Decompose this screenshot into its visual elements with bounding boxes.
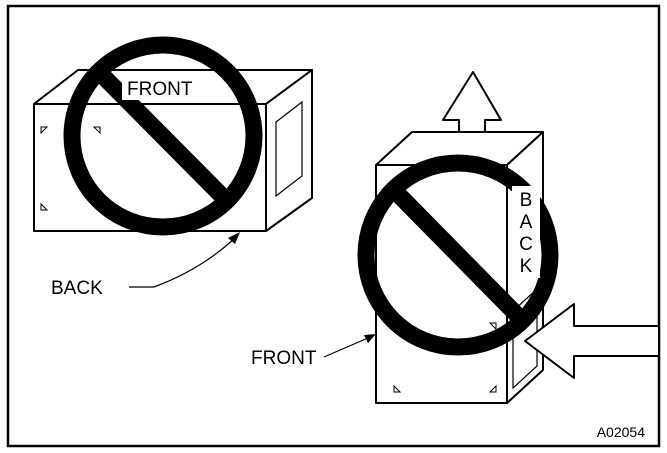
arrowhead-icon [228,232,240,244]
right-box-front-label: FRONT [251,348,317,369]
back-letter-k: K [520,256,533,277]
right-box: B A C K [357,71,660,404]
back-letter-a: A [520,212,533,233]
back-letter-b: B [520,190,533,211]
left-box-front-label: FRONT [127,79,193,100]
corner-mark-icon [488,384,497,393]
prohibition-slash [93,67,234,207]
corner-mark-icon [40,202,49,211]
corner-mark-icon [92,126,101,135]
leader-line [129,238,235,288]
corner-mark-icon [40,126,49,135]
back-letter-c: C [519,234,533,255]
prohibition-circle [357,154,559,356]
left-back-callout: BACK [51,232,240,299]
leader-line [323,337,369,358]
corner-mark-icon [488,322,497,331]
left-box: FRONT [33,36,313,236]
right-box-side-panel [512,287,538,390]
left-box-side-panel [275,100,303,198]
prohibition-slash [388,185,529,326]
left-box-back-label: BACK [51,278,103,299]
corner-mark-icon [393,384,402,393]
push-arrow-icon [524,303,660,379]
right-front-callout: FRONT [251,334,376,369]
arrowhead-icon [364,334,376,343]
figure-code: A02054 [597,424,645,440]
left-box-side-face [265,69,313,232]
prohibition-circle [63,36,263,236]
